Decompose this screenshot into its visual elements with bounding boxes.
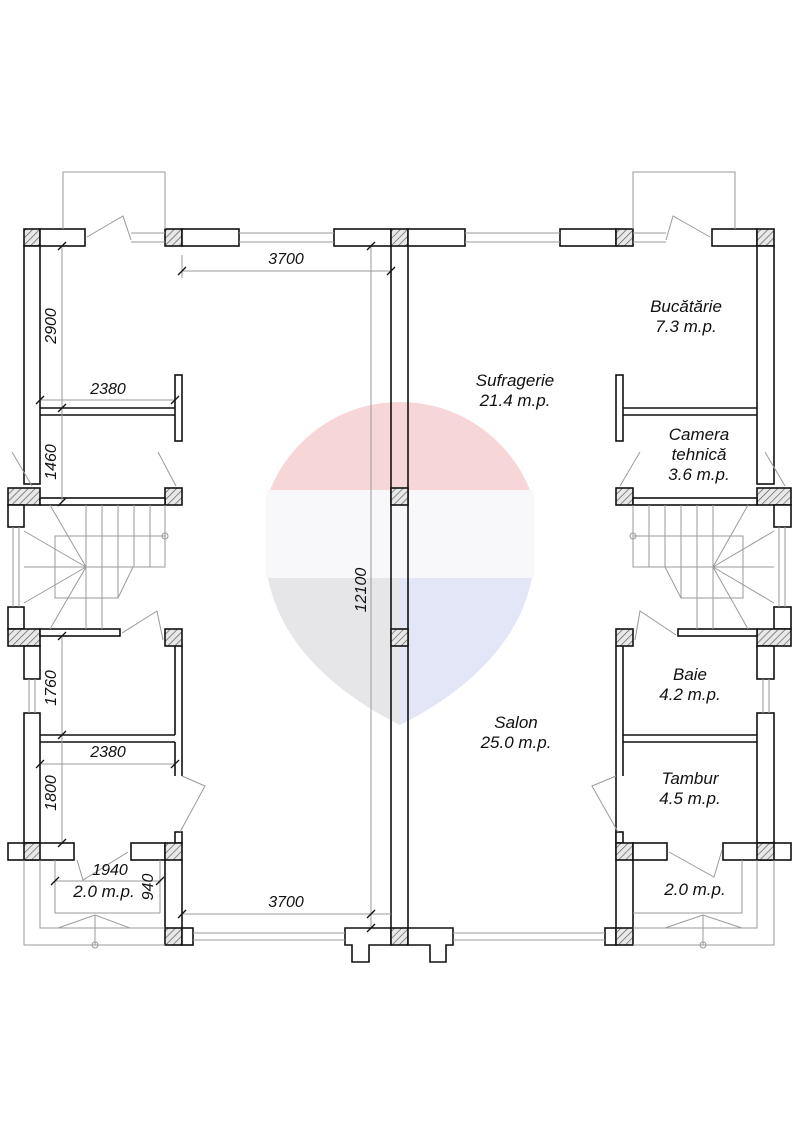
dim-porch-width: 1940	[92, 862, 128, 879]
watermark-logo-icon	[266, 401, 534, 725]
room-name: Camera	[668, 425, 730, 444]
room-area: 21.4 m.p.	[479, 391, 551, 410]
dim-top-width: 3700	[268, 251, 304, 268]
room-name-2: tehnică	[671, 445, 727, 464]
room-area: 2.0 m.p.	[73, 882, 135, 901]
dim-left-entry-height: 1800	[43, 775, 60, 811]
room-area: 2.0 m.p.	[664, 880, 726, 899]
room-label-camera-tehnica: Camera tehnică 3.6 m.p.	[668, 425, 729, 485]
room-area: 25.0 m.p.	[480, 733, 552, 752]
room-label-sufragerie: Sufragerie 21.4 m.p.	[476, 371, 554, 411]
room-area: 4.2 m.p.	[659, 685, 721, 704]
room-label-salon: Salon 25.0 m.p.	[481, 713, 552, 753]
dim-total-length: 12100	[353, 567, 370, 613]
room-name: Tambur	[661, 769, 719, 788]
room-label-tambur: Tambur 4.5 m.p.	[659, 769, 720, 809]
dim-left-stair-gap: 1460	[43, 444, 60, 480]
room-label-porch-right: 2.0 m.p.	[664, 880, 725, 900]
dim-left-upper-width: 2380	[90, 381, 126, 398]
room-name: Baie	[672, 665, 708, 684]
room-label-baie: Baie 4.2 m.p.	[659, 665, 720, 705]
room-name: Bucătărie	[650, 297, 722, 316]
room-area: 3.6 m.p.	[668, 465, 730, 484]
dim-bottom-width: 3700	[268, 894, 304, 911]
dim-porch-depth: 940	[140, 873, 157, 901]
room-area: 4.5 m.p.	[659, 789, 721, 808]
dim-left-lower-gap: 1760	[43, 670, 60, 706]
room-name: Salon	[494, 713, 538, 732]
room-label-porch-left: 2.0 m.p.	[73, 882, 134, 902]
room-label-bucatarie: Bucătărie 7.3 m.p.	[650, 297, 722, 337]
room-name: Sufragerie	[475, 371, 555, 390]
room-area: 7.3 m.p.	[655, 317, 717, 336]
dim-left-top-height: 2900	[43, 308, 60, 344]
dim-left-lower-width: 2380	[90, 744, 126, 761]
